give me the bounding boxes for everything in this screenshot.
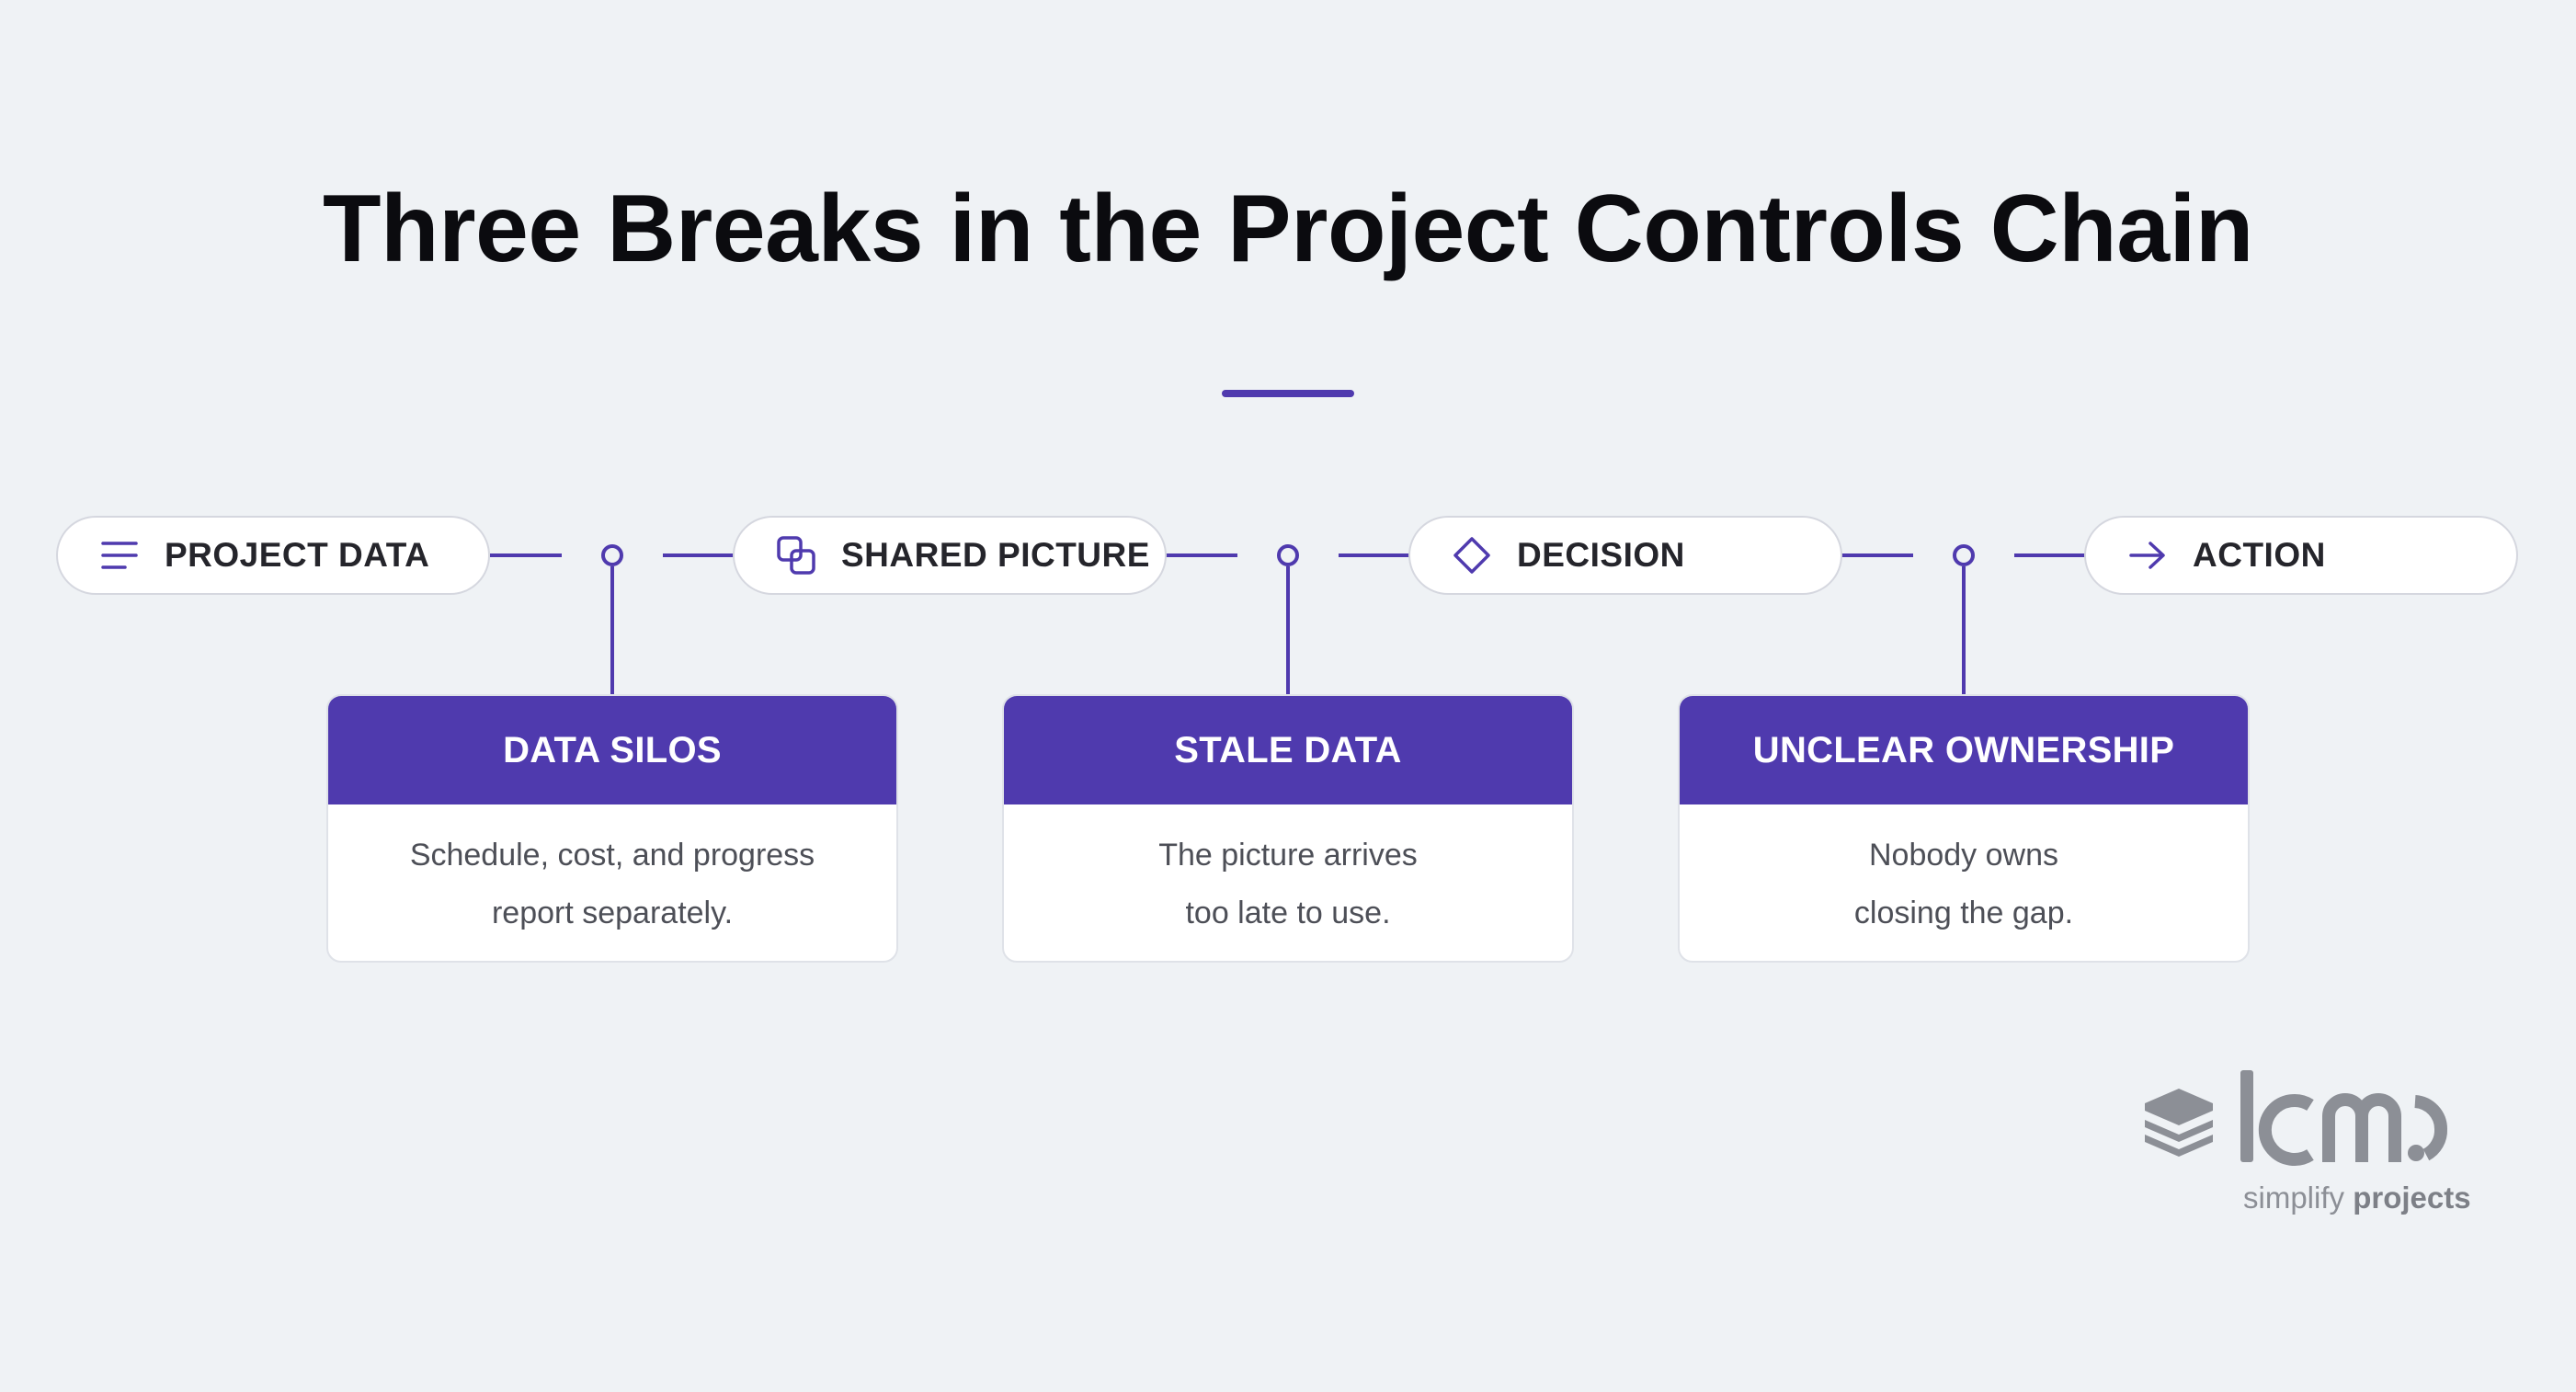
break-card-stale-data: STALE DATA The picture arrives too late … [1002, 694, 1574, 963]
title-underline [1222, 390, 1354, 397]
break-card-text-line: closing the gap. [1853, 896, 2074, 930]
break-card-text-line: The picture arrives [1158, 838, 1418, 873]
chain-step-shared-picture: SHARED PICTURE [733, 516, 1167, 595]
chain-step-label: PROJECT DATA [165, 536, 430, 574]
layers-logo-icon [2145, 1070, 2448, 1166]
break-card-data-silos: DATA SILOS Schedule, cost, and progress … [326, 694, 898, 963]
break-card-unclear-ownership: UNCLEAR OWNERSHIP Nobody owns closing th… [1678, 694, 2250, 963]
lines-icon [100, 536, 139, 575]
lcmd-logo [2137, 1065, 2487, 1221]
logo-tagline-bold: projects [2353, 1181, 2471, 1215]
logo-tagline-light: simplify [2243, 1181, 2345, 1215]
chain-step-label: SHARED PICTURE [841, 536, 1150, 574]
break-card-description: Nobody owns closing the gap. [1680, 804, 2248, 942]
logo-tagline: simplify projects [2243, 1181, 2471, 1215]
connector-line [1339, 553, 1410, 557]
break-dot [601, 544, 623, 566]
connector-line [490, 553, 562, 557]
break-drop-line [1962, 566, 1966, 695]
connector-line [1166, 553, 1237, 557]
chain-step-action: ACTION [2084, 516, 2518, 595]
break-dot [1953, 544, 1975, 566]
break-card-title: DATA SILOS [328, 696, 896, 804]
break-card-description: Schedule, cost, and progress report sepa… [328, 804, 896, 942]
break-drop-line [1286, 566, 1290, 695]
break-card-text-line: Nobody owns [1868, 838, 2058, 873]
break-card-description: The picture arrives too late to use. [1004, 804, 1572, 942]
connector-line [2014, 553, 2086, 557]
page-title: Three Breaks in the Project Controls Cha… [323, 176, 2253, 282]
break-card-title: UNCLEAR OWNERSHIP [1680, 696, 2248, 804]
chain-step-project-data: PROJECT DATA [56, 516, 490, 595]
diamond-icon [1453, 536, 1491, 575]
break-dot [1277, 544, 1299, 566]
break-card-text-line: report separately. [491, 896, 734, 930]
break-card-text-line: too late to use. [1185, 896, 1391, 930]
chain-step-label: ACTION [2193, 536, 2326, 574]
connector-line [1841, 553, 1913, 557]
break-card-text-line: Schedule, cost, and progress [409, 838, 815, 873]
break-drop-line [610, 566, 614, 695]
chain-step-decision: DECISION [1408, 516, 1842, 595]
chain-step-label: DECISION [1517, 536, 1685, 574]
connector-line [663, 553, 735, 557]
overlapping-squares-icon [777, 536, 815, 575]
break-card-title: STALE DATA [1004, 696, 1572, 804]
arrow-right-icon [2128, 536, 2167, 575]
